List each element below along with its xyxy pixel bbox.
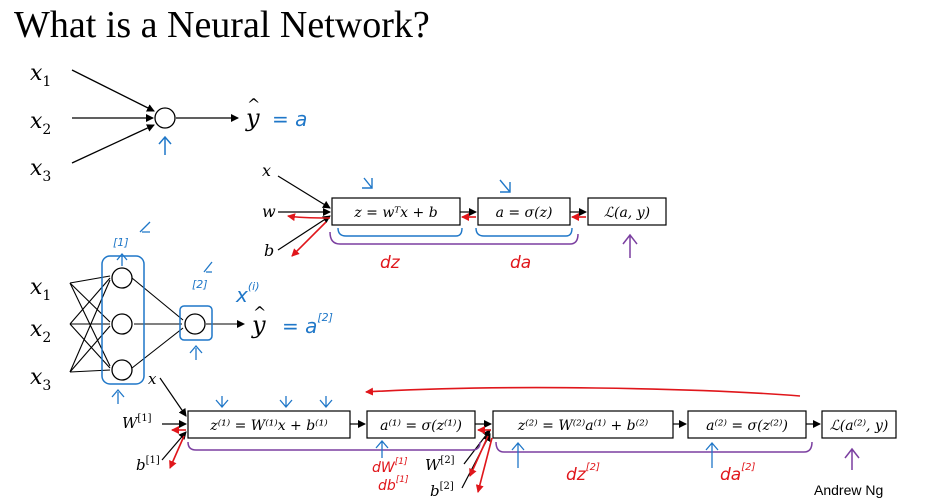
- box-z: [331, 197, 461, 226]
- net-input-x2: x2: [30, 317, 51, 346]
- author-footer: Andrew Ng: [814, 482, 884, 498]
- box-z-label: z = wᵀx + b: [353, 205, 437, 221]
- svg-text:^: ^: [253, 303, 266, 322]
- graph-input-w: w: [262, 202, 276, 221]
- box-loss-label: ℒ(a, y): [604, 205, 650, 221]
- graph-input-b: b: [264, 241, 274, 260]
- net-output-yhat: y: [251, 311, 266, 339]
- grad-dz2-label: dz[2]: [566, 462, 600, 485]
- net-input-x1: x1: [30, 275, 51, 304]
- box-a: [477, 197, 571, 226]
- layer-tag-2: [2]: [192, 278, 208, 291]
- grad-dW1-label: dW[1]: [372, 457, 408, 476]
- layer-tag-1: [1]: [113, 236, 129, 249]
- box-a-label: a = σ(z): [496, 205, 553, 221]
- box-a2: [687, 410, 807, 439]
- svg-text:^: ^: [247, 95, 260, 114]
- grad-da-label: da: [510, 253, 531, 273]
- hidden-node-3: [111, 359, 133, 381]
- box-z2-label: z⁽²⁾ = W⁽²⁾a⁽¹⁾ + b⁽²⁾: [517, 418, 649, 434]
- two-layer-network: x1 x2 x3: [30, 221, 333, 404]
- net-input-x3: x3: [30, 365, 51, 394]
- input-W2: W[2]: [425, 455, 455, 474]
- grad-dz-label: dz: [380, 253, 401, 273]
- hidden-node-2: [111, 313, 133, 335]
- input-W1: W[1]: [122, 413, 152, 432]
- page-title: What is a Neural Network?: [14, 4, 430, 46]
- box-a1-label: a⁽¹⁾ = σ(z⁽¹⁾): [380, 418, 462, 434]
- neuron-node: [154, 107, 176, 129]
- input-b1: b[1]: [136, 455, 160, 474]
- neuron-input-x3: x3: [30, 156, 51, 185]
- neuron-output-yhat: y: [245, 104, 260, 132]
- neuron-eq-a: = a: [272, 107, 307, 131]
- net-eq-a: = a[2]: [282, 311, 333, 338]
- neuron-input-x1: x1: [30, 61, 51, 90]
- box-loss: [587, 197, 667, 226]
- single-computation-graph: x w b z = wᵀx + b a = σ(z) ℒ(a, y): [262, 161, 667, 273]
- grad-db1-label: db[1]: [378, 475, 409, 494]
- neuron-input-x2: x2: [30, 109, 51, 138]
- input-b2: b[2]: [430, 481, 454, 500]
- box-z1-label: z⁽¹⁾ = W⁽¹⁾x + b⁽¹⁾: [209, 418, 328, 434]
- box-a1: [366, 410, 476, 439]
- single-neuron: x1 x2 x3 y ^ = a: [30, 61, 307, 185]
- x-label: x: [148, 370, 157, 388]
- box-loss2: [821, 410, 897, 439]
- hidden-node-1: [111, 267, 133, 289]
- box-loss2-label: ℒ(a⁽²⁾, y): [830, 418, 889, 434]
- sample-note: x(i): [235, 280, 259, 307]
- grad-da2-label: da[2]: [720, 462, 755, 485]
- graph-input-x: x: [262, 161, 271, 180]
- two-layer-computation-graph: x W[1] b[1] z⁽¹⁾ = W⁽¹⁾x + b⁽¹⁾ a⁽¹⁾ = σ…: [122, 370, 897, 500]
- output-node: [184, 313, 206, 335]
- box-a2-label: a⁽²⁾ = σ(z⁽²⁾): [706, 418, 788, 434]
